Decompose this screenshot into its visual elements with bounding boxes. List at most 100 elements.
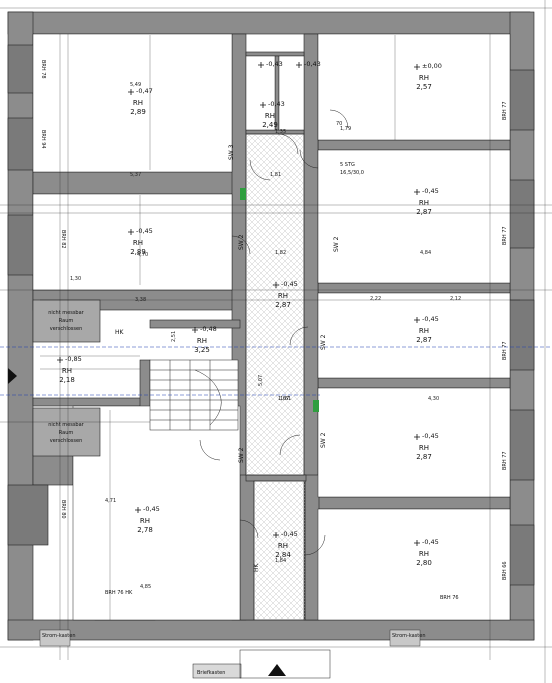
room-label: RH [133, 239, 143, 247]
svg-text:Raum: Raum [59, 318, 74, 324]
svg-text:5,49: 5,49 [130, 82, 141, 88]
entrance-tag: Briefkasten [197, 670, 225, 676]
svg-text:4,70: 4,70 [137, 252, 148, 258]
room-label: RH [419, 327, 429, 335]
dimension-texts: 5,49 5,37 4,84 4,70 3,38 1,82 1,81 2,22 … [70, 82, 461, 590]
room-height: 2,87 [416, 336, 432, 344]
level-marker-icon [414, 434, 420, 440]
svg-text:1,61: 1,61 [280, 396, 291, 402]
room-label-small-wc-1: -0,43 [258, 60, 283, 68]
room-label: RH [265, 112, 275, 120]
room-level: -0,45 [143, 505, 160, 513]
section-lines [0, 346, 552, 396]
label-sw3: SW 3 [228, 144, 235, 160]
room-level: -0,45 [281, 280, 298, 288]
label-brh-77-c: BRH 77 [502, 341, 508, 360]
svg-text:1,30: 1,30 [70, 276, 81, 282]
left-tag [39, 629, 71, 647]
room-height: 2,87 [416, 208, 432, 216]
unmeasurable-rooms [32, 299, 101, 457]
room-label: RH [419, 74, 429, 82]
green-marker-1 [240, 188, 246, 200]
svg-text:4,85: 4,85 [140, 584, 151, 590]
room-label: RH [278, 542, 288, 550]
text-labels: SW 3 SW 2 SW 2 SW 2 SW 2 SW 2 HK HK 5 ST… [40, 60, 508, 676]
corridor [245, 133, 305, 476]
label-brh-77-a: BRH 77 [502, 101, 508, 120]
svg-text:nicht messbar: nicht messbar [48, 310, 84, 316]
corridor-lower [253, 480, 306, 621]
room-level: -0,45 [136, 227, 153, 235]
svg-text:4,30: 4,30 [428, 396, 439, 402]
label-brh-78: BRH 78 [40, 60, 46, 79]
room-label: RH [419, 550, 429, 558]
label-stg: 5 STG [340, 162, 355, 168]
room-level: -0,43 [268, 100, 285, 108]
label-hk-2: HK [253, 562, 260, 572]
room-label: RH [419, 199, 429, 207]
svg-text:2,12: 2,12 [450, 296, 461, 302]
room-level: -0,43 [304, 60, 321, 68]
right-tag [389, 629, 421, 647]
room-height: 2,89 [130, 108, 146, 116]
room-label: RH [62, 367, 72, 375]
label-hk: HK [115, 329, 125, 336]
room-level: -0,43 [266, 60, 283, 68]
unmeasurable-text-1: nicht messbar Raum verschlossen [48, 310, 84, 332]
room-height: 2,84 [275, 551, 291, 559]
svg-text:70: 70 [336, 121, 342, 127]
room-level: -0,45 [422, 538, 439, 546]
svg-text:4,84: 4,84 [420, 250, 431, 256]
level-marker-icon [128, 89, 134, 95]
room-height: 2,80 [416, 559, 432, 567]
svg-text:verschlossen: verschlossen [50, 438, 83, 444]
room-height: 3,25 [194, 346, 210, 354]
level-marker-icon [414, 64, 420, 70]
level-marker-icon [260, 102, 266, 108]
right-tag-label: Strom-kasten [392, 633, 426, 639]
room-height: 2,87 [416, 453, 432, 461]
level-marker-icon [414, 317, 420, 323]
svg-text:nicht messbar: nicht messbar [48, 422, 84, 428]
svg-text:verschlossen: verschlossen [50, 326, 83, 332]
level-marker-icon [414, 540, 420, 546]
room-label: RH [419, 444, 429, 452]
svg-text:1,67: 1,67 [278, 396, 289, 402]
room-height: 2,18 [59, 376, 75, 384]
level-marker-icon [192, 327, 198, 333]
label-brh-77-d: BRH 77 [502, 451, 508, 470]
label-sw2-a: SW 2 [238, 234, 245, 250]
label-stg-dims: 16,5/30,0 [340, 170, 364, 176]
room-label: RH [197, 337, 207, 345]
room-level: -0,45 [281, 530, 298, 538]
left-arrow [8, 368, 17, 384]
svg-text:5,37: 5,37 [130, 172, 141, 178]
svg-text:1,79: 1,79 [340, 126, 351, 132]
svg-text:1,81: 1,81 [270, 172, 281, 178]
level-marker-icon [258, 62, 264, 68]
label-sw2-b: SW 2 [333, 236, 340, 252]
level-marker-icon [135, 507, 141, 513]
room-height: 2,89 [130, 248, 146, 256]
svg-text:4,71: 4,71 [105, 498, 116, 504]
label-brh-80: BRH 80 [60, 500, 66, 519]
label-sw2-c: SW 2 [320, 334, 327, 350]
room-label: RH [140, 517, 150, 525]
doors [199, 109, 349, 556]
label-brh-82: BRH 82 [60, 230, 66, 249]
label-brh-76-hk: BRH 76 HK [105, 590, 133, 596]
level-marker-icon [57, 357, 63, 363]
room-label: RH [133, 99, 143, 107]
label-brh-77-b: BRH 77 [502, 226, 508, 245]
